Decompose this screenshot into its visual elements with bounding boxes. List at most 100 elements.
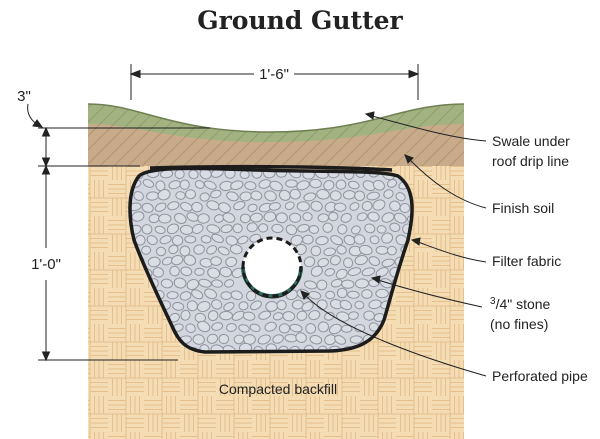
stone-pebble	[258, 223, 269, 233]
stone-pebble	[276, 299, 287, 311]
stone-pebble	[186, 279, 200, 290]
stone-pebble	[348, 180, 360, 190]
stone-pebble	[203, 180, 217, 190]
stone-pebble	[196, 301, 211, 312]
trench-depth-dimension	[38, 164, 178, 362]
stone-pebble	[194, 180, 205, 189]
stone-pebble	[192, 334, 205, 345]
stone-pebble	[324, 268, 336, 277]
stone-pebble	[179, 224, 194, 235]
stone-pebble	[343, 234, 356, 246]
stone-pebble	[315, 235, 329, 246]
stone-pebble	[303, 256, 316, 268]
stone-pebble	[210, 344, 225, 352]
stone-pebble	[369, 235, 380, 245]
stone-pebble	[301, 301, 314, 312]
stone-pebble	[309, 334, 323, 345]
stone-pebble	[316, 279, 328, 291]
stone-pebble	[386, 179, 398, 188]
stone-pebble	[245, 290, 257, 302]
stone-pebble	[204, 288, 218, 300]
stone-pebble	[335, 268, 348, 280]
stone-fraction-numerator: 3	[490, 296, 496, 307]
stone-pebble	[341, 279, 355, 289]
stone-pebble	[353, 234, 366, 245]
stone-pebble	[309, 178, 322, 189]
stone-pebble	[188, 169, 199, 180]
filter-fabric-top	[149, 164, 393, 172]
stone-pebble	[237, 235, 249, 245]
filter-fabric	[128, 166, 414, 354]
stone-pebble	[334, 335, 347, 345]
stone-pebble	[366, 191, 380, 201]
stone-pebble	[328, 323, 342, 335]
stone-pebble	[330, 278, 343, 288]
stone-pebble	[226, 191, 239, 202]
stone-pebble	[141, 202, 154, 213]
stone-pebble	[231, 310, 245, 321]
stone-pebble	[199, 192, 210, 202]
stone-pebble	[381, 212, 395, 223]
stone-pebble	[310, 245, 322, 257]
stone-pebble	[264, 321, 277, 332]
stone-pebble	[131, 211, 145, 222]
stone-pebble	[218, 333, 230, 345]
width-dimension-label: 1'-6"	[259, 66, 289, 83]
stone-pebble	[206, 224, 221, 234]
stone-pebble	[244, 181, 257, 191]
stone-pebble	[264, 190, 277, 202]
stone-pebble	[376, 225, 387, 234]
stone-pebble	[222, 212, 236, 223]
stone-pebble	[323, 247, 337, 257]
stone-pebble	[316, 299, 328, 311]
stone-pebble	[356, 212, 368, 222]
stone-pebble	[133, 191, 144, 201]
stone-pebble	[383, 189, 394, 199]
stone-pebble	[375, 267, 389, 278]
stone-pebble	[238, 324, 250, 333]
stone-pebble	[305, 323, 317, 334]
stone-pebble	[206, 333, 219, 344]
stone-pebble	[180, 202, 193, 212]
stone-pebble	[363, 310, 375, 321]
stone-pebble	[343, 257, 354, 269]
stone-pebble	[250, 190, 263, 201]
stone-pebble	[219, 310, 233, 321]
stone-pebble	[375, 245, 389, 255]
stone-pebble	[302, 234, 314, 245]
stone-pebble	[278, 323, 290, 334]
stone-pebble	[191, 289, 204, 300]
grass-layer	[88, 104, 464, 142]
stone-pebble	[355, 278, 369, 289]
stone-pebble	[166, 223, 180, 235]
stone-pebble	[206, 245, 218, 255]
stone-pebble	[361, 289, 373, 299]
stone-pebble	[168, 244, 179, 255]
stone-pebble	[142, 178, 155, 188]
trench-depth-label: 1'-0"	[31, 256, 61, 273]
compacted-backfill-label: Compacted backfill	[219, 381, 337, 397]
stone-pebble	[272, 334, 284, 344]
stone-pebble	[147, 256, 161, 268]
stone-pebble	[225, 235, 238, 246]
stone-pebble	[269, 180, 283, 192]
swale-depth-dimension	[27, 103, 210, 168]
stone-pebble	[229, 244, 243, 255]
stone-pebble	[308, 225, 320, 234]
stone-pebble	[372, 199, 386, 211]
stone-pebble	[207, 267, 221, 279]
stone-pebble	[193, 244, 205, 255]
stone-pebble	[180, 266, 193, 277]
stone-pebble	[220, 291, 232, 301]
stone-pebble	[348, 311, 359, 320]
stone-pebble	[169, 265, 180, 277]
stone-pebble	[159, 235, 172, 245]
stone-pebble	[340, 212, 352, 223]
stone-pebble	[381, 258, 395, 268]
stone-pebble	[386, 245, 397, 256]
stone-pebble	[375, 288, 389, 299]
width-dimension	[129, 64, 420, 100]
stone-pebble	[325, 290, 336, 300]
perforated-pipe	[241, 236, 303, 299]
stone-pebble	[308, 310, 321, 321]
